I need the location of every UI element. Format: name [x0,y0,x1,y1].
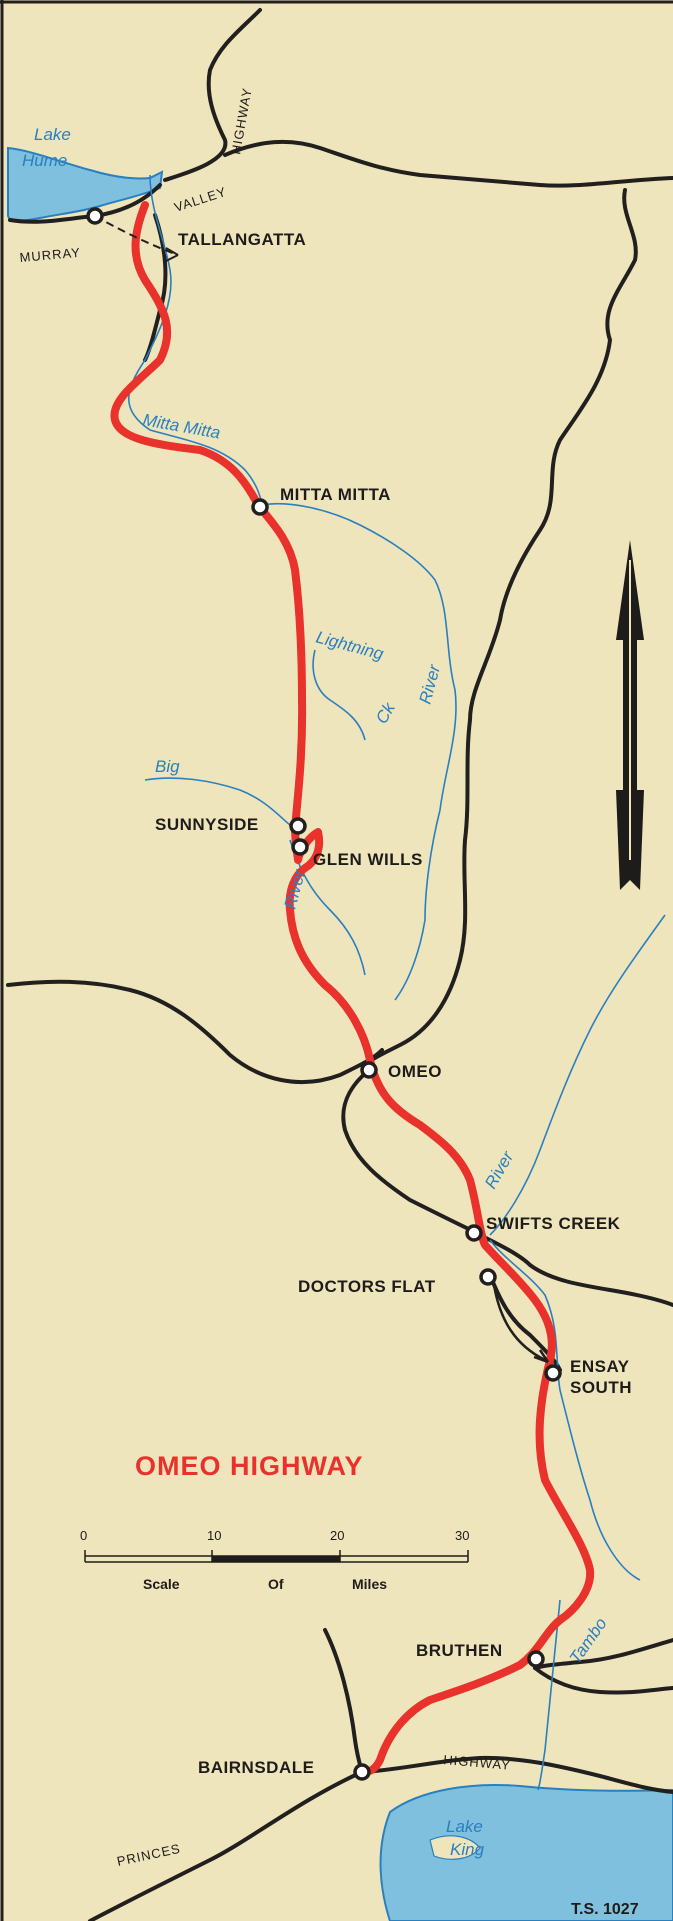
label-lightning-ck: Ck [372,698,400,727]
label-swifts-creek: SWIFTS CREEK [486,1214,621,1233]
scale-word-miles: Miles [352,1576,387,1592]
tallangatta-connector [94,215,179,256]
scale-tick-10: 10 [207,1528,221,1543]
label-mitta-river: River [416,662,445,707]
town-marker-glen-wills [291,838,309,856]
tallangatta-arrow-icon [165,247,179,262]
label-bruthen: BRUTHEN [416,1641,503,1660]
label-ensay-south: SOUTH [570,1378,632,1397]
road-network [6,8,673,1921]
map-reference: T.S. 1027 [571,1901,639,1918]
scale-word-scale: Scale [143,1576,180,1592]
label-mitta-mitta: MITTA MITTA [280,485,391,504]
town-marker-omeo [360,1061,378,1079]
label-tambo-river-upper: River [481,1147,518,1192]
town-marker-sunnyside [289,817,307,835]
lake-king [379,1784,673,1921]
scale-tick-30: 30 [455,1528,469,1543]
label-lake-king: Lake [446,1817,483,1836]
label-lake-king-2: King [450,1840,485,1859]
label-big-river: Big [155,757,180,776]
town-marker-bairnsdale [353,1763,371,1781]
label-ensay: ENSAY [570,1357,630,1376]
label-bairnsdale: BAIRNSDALE [198,1758,314,1777]
label-tallangatta: TALLANGATTA [178,230,306,249]
town-marker-ensay-south [544,1364,562,1382]
label-big-river-2: River [281,867,310,912]
label-princes-highway: PRINCES [116,1841,182,1869]
omeo-highway-route [110,201,595,1776]
label-valley-road: VALLEY [172,184,228,215]
scale-bar: 0 10 20 30 Scale Of Miles [80,1528,469,1592]
label-murray-road: MURRAY [19,245,81,265]
label-highway-south: HIGHWAY [443,1752,512,1773]
label-glen-wills: GLEN WILLS [313,850,423,869]
doctors-flat-connector [492,1284,546,1362]
label-lake-hume: Lake [34,125,71,144]
north-arrow-icon [616,540,644,890]
town-marker-murray [86,207,104,225]
label-omeo: OMEO [388,1062,442,1081]
lake-hume [7,146,164,222]
label-doctors-flat: DOCTORS FLAT [298,1277,436,1296]
scale-word-of: Of [268,1576,284,1592]
town-marker-bruthen [527,1650,545,1668]
town-marker-mitta-mitta [251,498,269,516]
town-marker-doctors-flat [479,1268,497,1286]
town-markers [86,207,562,1781]
town-marker-swifts-creek [465,1224,483,1242]
map-title: OMEO HIGHWAY [135,1451,364,1481]
doctors-flat-arrow-icon [533,1349,550,1364]
lake-king-island [429,1835,481,1860]
label-sunnyside: SUNNYSIDE [155,815,259,834]
scale-tick-0: 0 [80,1528,87,1543]
label-lightning: Lightning [314,628,386,664]
label-lake-hume-2: Hume [22,151,67,170]
scale-tick-20: 20 [330,1528,344,1543]
